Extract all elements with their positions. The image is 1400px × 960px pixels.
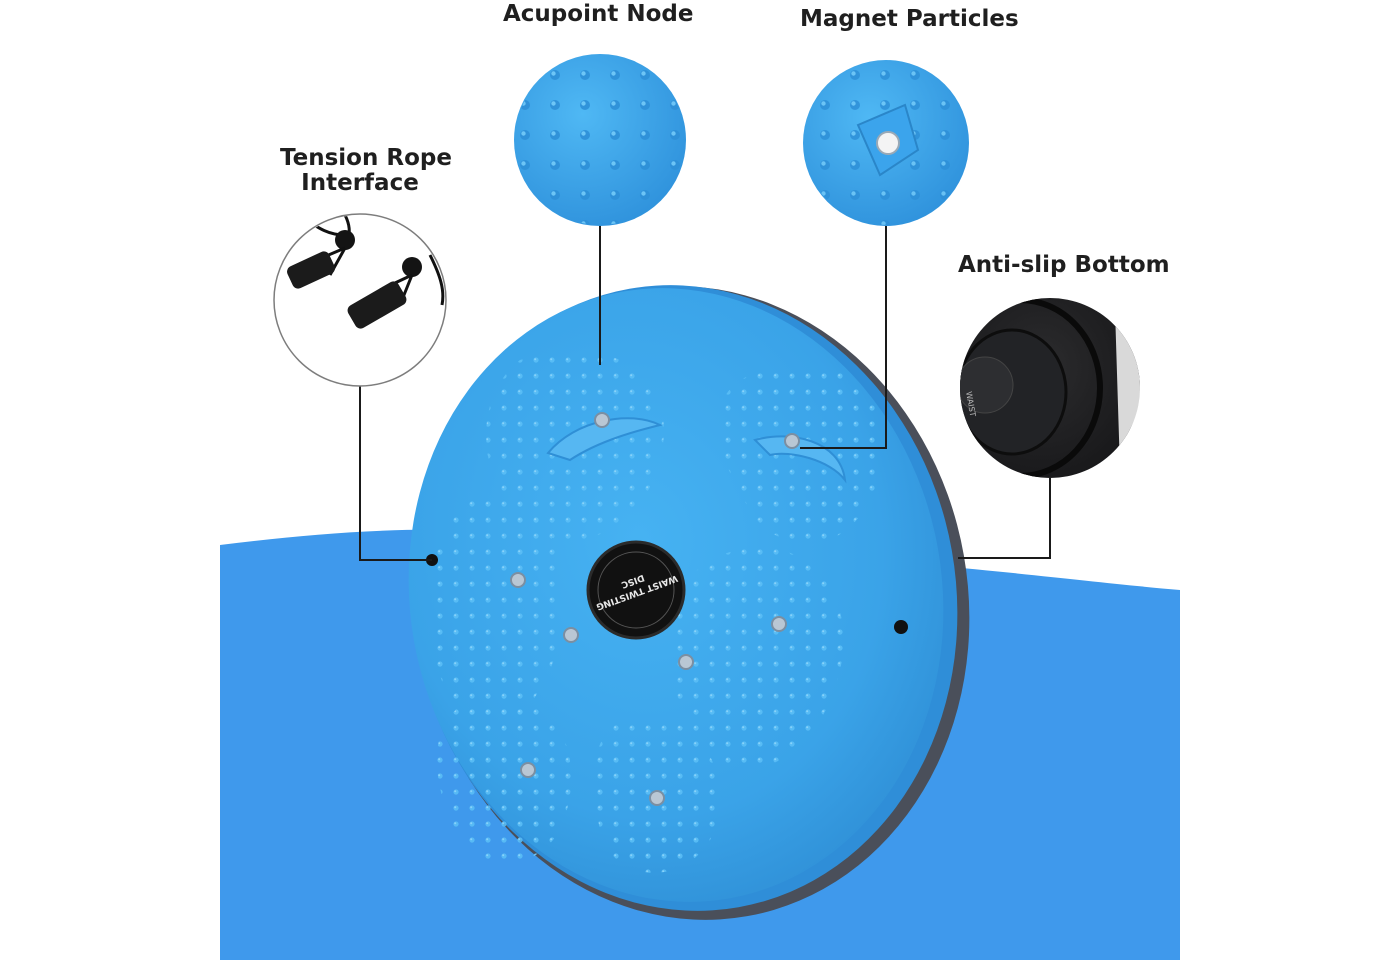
twisting-disc: WAIST TWISTING DISC — [408, 285, 970, 920]
magnet-zoom-circle — [803, 60, 969, 226]
center-badge: WAIST TWISTING DISC — [586, 540, 686, 640]
leader-magnet — [800, 225, 887, 449]
tension-rope-label: Tension Rope Interface — [280, 145, 452, 196]
acupoint-node-label: Acupoint Node — [503, 1, 694, 27]
tension-rope-label-line2: Interface — [301, 170, 419, 196]
leader-lines — [359, 225, 1051, 561]
tension-rope-label-line1: Tension Rope — [280, 145, 452, 171]
leader-tension — [359, 385, 432, 561]
magnet-icon — [876, 131, 900, 155]
leader-antislip — [958, 478, 1051, 559]
anti-slip-bottom-label: Anti-slip Bottom — [958, 252, 1170, 278]
rope-handle-icon — [287, 215, 445, 329]
anti-slip-zoom-circle: WAIST — [960, 298, 1140, 478]
bottom-badge-text: WAIST — [964, 391, 977, 418]
acupoint-zoom-circle — [514, 54, 686, 226]
magnet-studs — [510, 412, 800, 806]
rope-hole-right — [894, 620, 908, 634]
tension-rope-zoom-circle — [273, 213, 447, 387]
magnet-particles-label: Magnet Particles — [800, 6, 1019, 32]
acupoint-dot-fields — [429, 351, 884, 873]
